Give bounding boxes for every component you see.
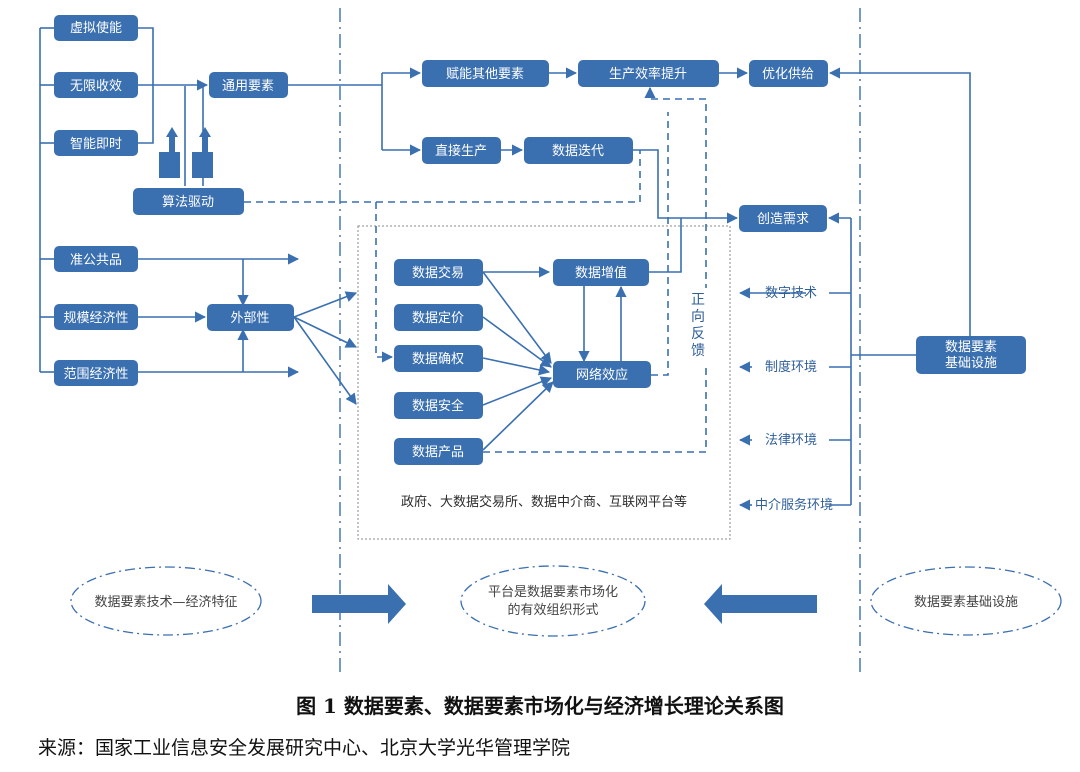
svg-text:准公共品: 准公共品 — [70, 253, 122, 268]
node-data-rights: 数据确权 — [394, 345, 483, 372]
svg-text:平台是数据要素市场化: 平台是数据要素市场化 — [488, 584, 618, 600]
node-data-security: 数据安全 — [394, 392, 483, 419]
label-intermediary-env: 中介服务环境 — [755, 497, 833, 513]
svg-text:生产效率提升: 生产效率提升 — [609, 66, 687, 82]
svg-text:范围经济性: 范围经济性 — [63, 367, 128, 382]
node-data-pricing: 数据定价 — [394, 304, 483, 331]
svg-text:网络效应: 网络效应 — [576, 367, 628, 383]
svg-text:反: 反 — [691, 326, 705, 342]
svg-text:数据安全: 数据安全 — [412, 398, 464, 414]
node-empower-other: 赋能其他要素 — [422, 60, 549, 87]
svg-text:通用要素: 通用要素 — [222, 79, 274, 94]
node-scope-economy: 范围经济性 — [54, 360, 138, 386]
platform-actors-text: 政府、大数据交易所、数据中介商、互联网平台等 — [401, 494, 687, 510]
node-general-factor: 通用要素 — [209, 72, 288, 98]
node-direct-production: 直接生产 — [422, 137, 501, 164]
svg-text:向: 向 — [691, 309, 705, 325]
svg-text:馈: 馈 — [691, 343, 705, 359]
node-externality: 外部性 — [207, 304, 294, 331]
node-network-effect: 网络效应 — [553, 361, 651, 388]
svg-text:创造需求: 创造需求 — [757, 212, 809, 227]
svg-text:优化供给: 优化供给 — [762, 67, 814, 82]
svg-text:赋能其他要素: 赋能其他要素 — [446, 67, 524, 82]
node-optimize-supply: 优化供给 — [749, 60, 828, 87]
svg-text:直接生产: 直接生产 — [435, 143, 487, 159]
svg-text:数据要素基础设施: 数据要素基础设施 — [914, 595, 1018, 610]
svg-text:智能即时: 智能即时 — [70, 137, 122, 152]
svg-text:数据交易: 数据交易 — [412, 265, 464, 281]
svg-text:规模经济性: 规模经济性 — [63, 311, 128, 326]
node-data-infrastructure: 数据要素 基础设施 — [916, 336, 1026, 374]
svg-text:数据要素技术—经济特征: 数据要素技术—经济特征 — [94, 595, 237, 610]
figure-caption: 图 1 数据要素、数据要素市场化与经济增长理论关系图 — [296, 694, 784, 718]
svg-text:无限收效: 无限收效 — [70, 79, 122, 94]
node-create-demand: 创造需求 — [739, 205, 827, 232]
node-virtual-use: 虚拟使能 — [54, 15, 138, 41]
node-quasi-public: 准公共品 — [54, 246, 138, 272]
node-efficiency: 生产效率提升 — [578, 60, 719, 87]
node-smart-instant: 智能即时 — [54, 130, 138, 156]
node-data-product: 数据产品 — [394, 438, 483, 465]
label-institution-env: 制度环境 — [765, 359, 817, 375]
node-scale-economy: 规模经济性 — [54, 304, 138, 330]
svg-text:数据产品: 数据产品 — [412, 445, 464, 460]
svg-text:基础设施: 基础设施 — [945, 356, 997, 371]
figure-source: 来源：国家工业信息安全发展研究中心、北京大学光华管理学院 — [38, 737, 571, 759]
label-legal-env: 法律环境 — [765, 433, 817, 448]
ellipse-left: 数据要素技术—经济特征 — [70, 566, 262, 636]
svg-text:数据迭代: 数据迭代 — [552, 144, 604, 159]
svg-text:正: 正 — [691, 292, 705, 308]
node-data-trade: 数据交易 — [394, 259, 483, 286]
positive-feedback-label: 正 向 反 馈 — [686, 288, 710, 364]
svg-text:虚拟使能: 虚拟使能 — [70, 20, 122, 36]
big-arrow-right — [312, 584, 406, 624]
svg-text:外部性: 外部性 — [230, 311, 269, 326]
platform-region — [357, 225, 731, 540]
node-data-iteration: 数据迭代 — [524, 137, 633, 164]
svg-text:的有效组织形式: 的有效组织形式 — [507, 602, 598, 618]
svg-text:数据要素: 数据要素 — [945, 340, 997, 355]
svg-text:数据增值: 数据增值 — [575, 265, 627, 281]
ellipse-center: 平台是数据要素市场化 的有效组织形式 — [460, 565, 646, 637]
svg-text:数据定价: 数据定价 — [412, 311, 464, 326]
node-data-value-add: 数据增值 — [553, 259, 649, 286]
node-unlimited-return: 无限收效 — [54, 72, 138, 98]
big-arrow-left — [704, 584, 817, 624]
label-digital-tech: 数字技术 — [765, 286, 817, 301]
svg-text:数据确权: 数据确权 — [412, 351, 464, 367]
node-algorithm-drive: 算法驱动 — [133, 188, 244, 215]
svg-text:算法驱动: 算法驱动 — [162, 195, 214, 210]
ellipse-right: 数据要素基础设施 — [870, 566, 1062, 636]
